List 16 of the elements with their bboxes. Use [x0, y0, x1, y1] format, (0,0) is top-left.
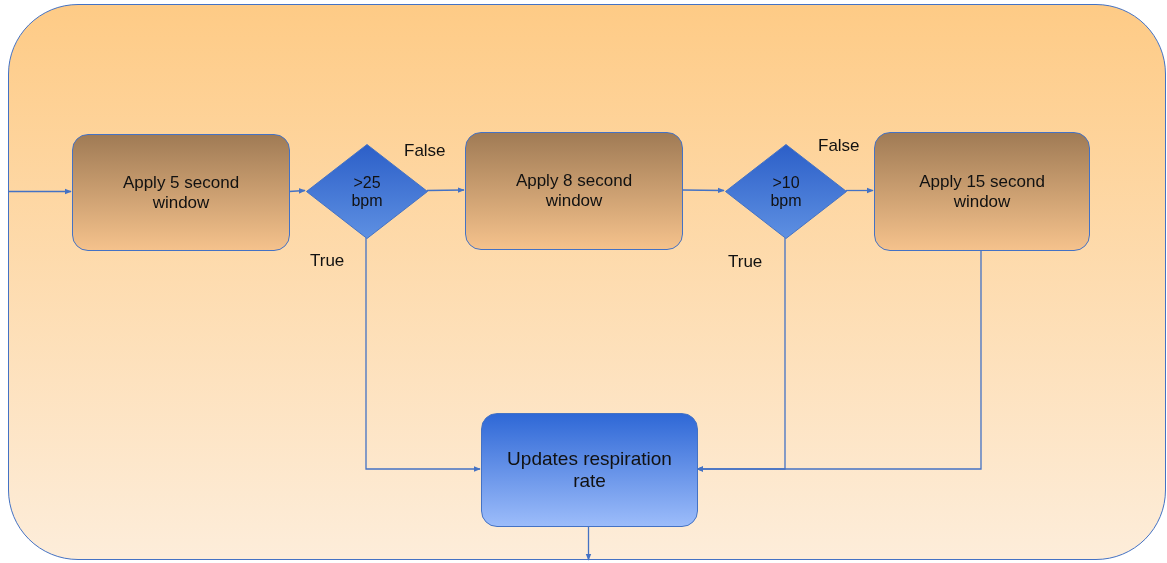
edge-label: True: [728, 252, 763, 272]
arrow: [696, 249, 982, 472]
arrow: [7, 188, 72, 195]
arrow: [365, 237, 481, 472]
arrow: [681, 187, 725, 194]
process-box: Apply 15 second window: [874, 132, 1090, 251]
arrow: [288, 188, 306, 194]
edge-label: False: [404, 141, 446, 161]
panel-background: [8, 4, 1166, 560]
process-box: Apply 5 second window: [72, 134, 290, 251]
arrow: [585, 525, 592, 561]
process-box: Apply 8 second window: [465, 132, 683, 250]
edge-label: True: [310, 251, 345, 271]
arrow: [426, 187, 465, 193]
process-box: Updates respiration rate: [481, 413, 698, 527]
arrow: [845, 187, 874, 194]
